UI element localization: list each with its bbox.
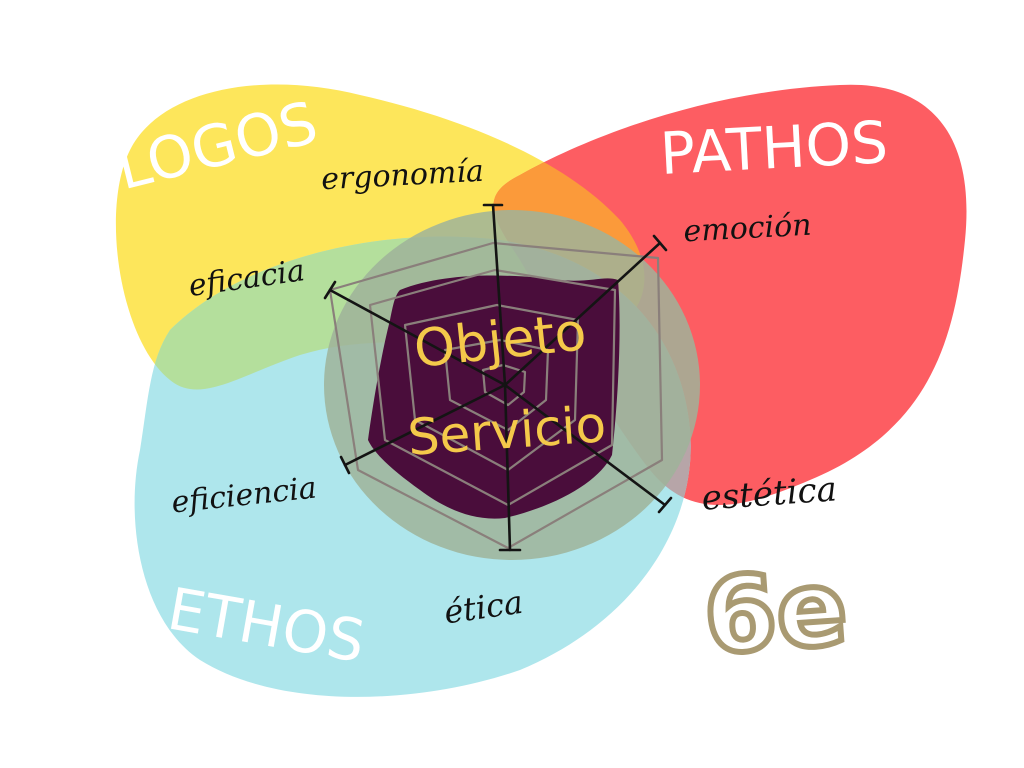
axis-label-emocion: emoción xyxy=(683,208,813,250)
axis-ergonomia xyxy=(491,203,507,387)
axis-label-estetica: estética xyxy=(700,469,838,518)
axis-eficiencia xyxy=(343,383,507,467)
axis-eficacia xyxy=(328,288,507,387)
radar-axes xyxy=(323,203,673,552)
web-ring-4 xyxy=(443,338,550,432)
axis-label-ergonomia: ergonomía xyxy=(320,154,484,197)
axis-estetica xyxy=(503,383,667,507)
cap-eficacia xyxy=(323,280,337,300)
axis-emocion xyxy=(503,241,662,387)
cap-eficiencia xyxy=(339,455,351,475)
axis-etica xyxy=(503,383,512,552)
web-ring-inner xyxy=(481,363,527,407)
logo-mark-6e: 6e xyxy=(700,546,851,678)
pathos-title: PATHOS xyxy=(658,108,889,188)
center-label-line2: Servicio xyxy=(406,395,608,467)
cap-estetica xyxy=(657,496,673,514)
cap-emocion xyxy=(652,234,668,252)
